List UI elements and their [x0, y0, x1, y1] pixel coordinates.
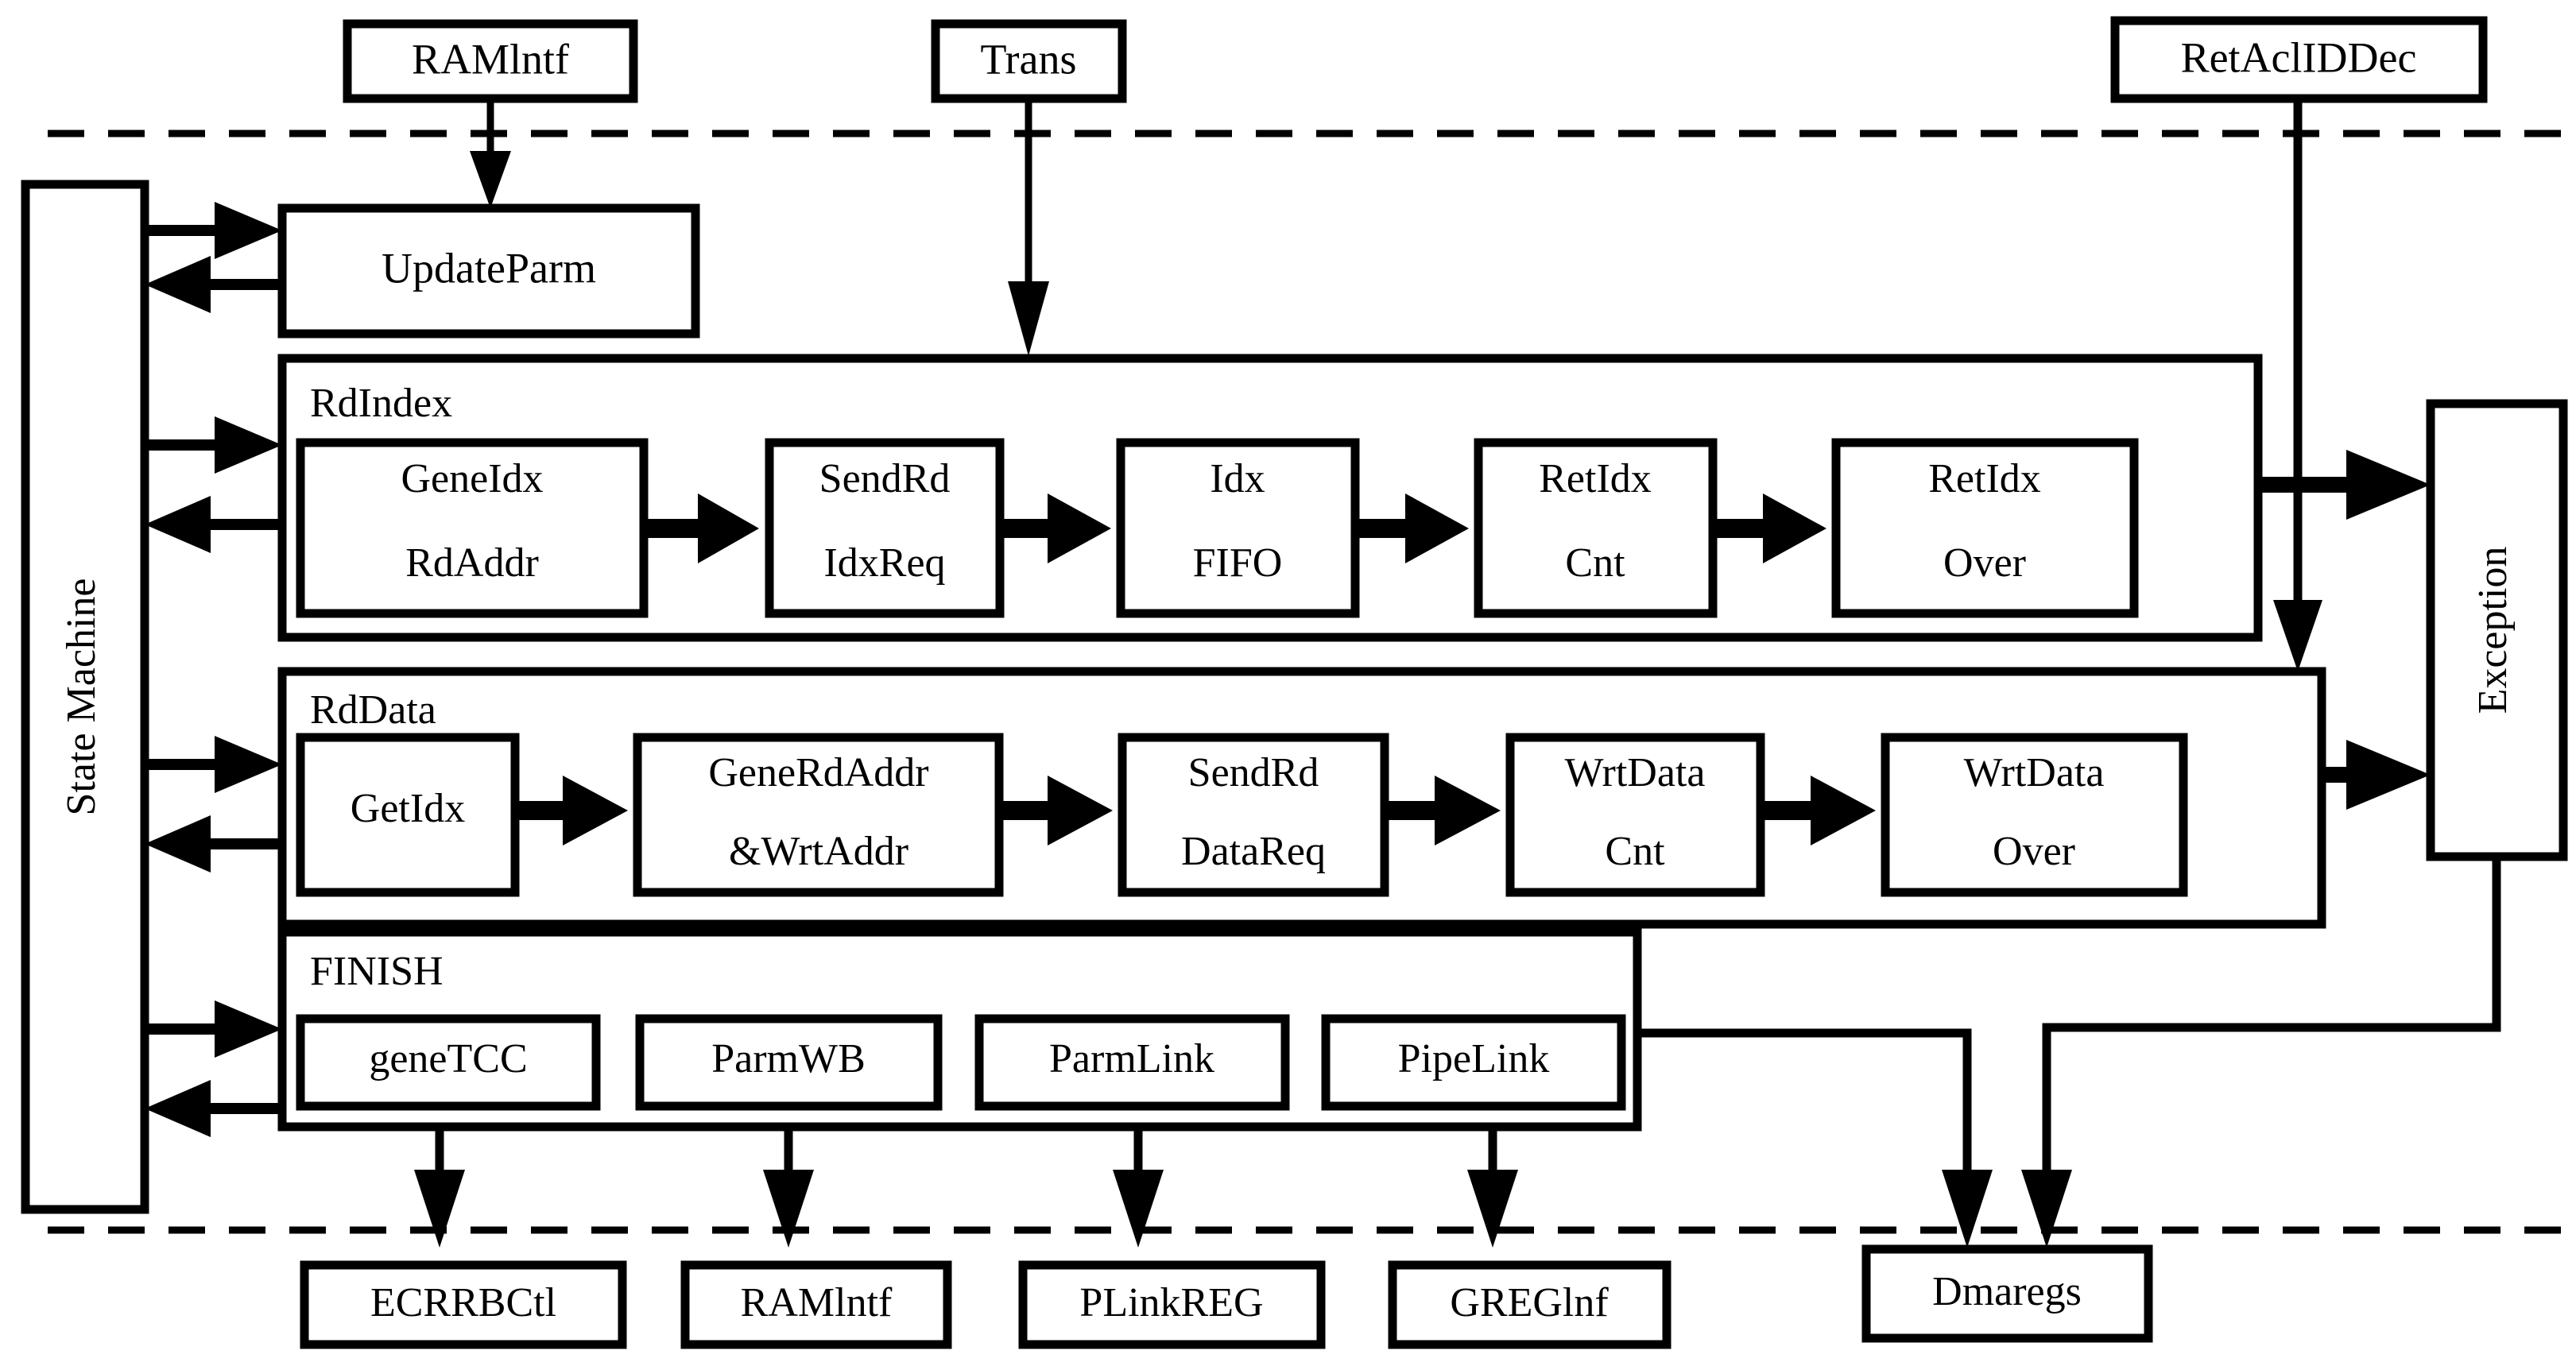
box-exception[interactable] [2426, 399, 2568, 861]
arrowhead-sm-to-rddata [215, 736, 282, 793]
arrowhead-retidxcnt-to-retidxover [1763, 493, 1826, 563]
box-updateparm[interactable] [277, 203, 700, 339]
label-retidx-over-line1: RetIdx [1928, 456, 2041, 501]
arrowhead-ramintf-down [470, 151, 511, 208]
arrowhead-wrtdatacnt-to-wrtdataover [1811, 776, 1876, 845]
label-parmlink: ParmLink [1049, 1036, 1214, 1081]
label-idx-fifo-line1: Idx [1210, 456, 1265, 501]
label-wrtdata-cnt-line1: WrtData [1565, 750, 1706, 795]
box-pipelink[interactable] [1321, 1014, 1626, 1111]
box-retidx-over[interactable] [1831, 438, 2139, 618]
label-wrtdata-over-line2: Over [1993, 829, 2075, 874]
arrowhead-pipelink-down [1467, 1170, 1518, 1248]
label-retidx-cnt-line2: Cnt [1565, 540, 1625, 586]
label-retaclid-top: RetAclIDDec [2181, 33, 2417, 81]
box-trans-top[interactable] [931, 19, 1127, 103]
box-genetcc[interactable] [296, 1014, 601, 1111]
label-greginf: GREGlnf [1450, 1280, 1609, 1325]
label-dmaregs: Dmaregs [1932, 1269, 2082, 1314]
arrowhead-sm-to-rdindex [215, 416, 282, 474]
label-pipelink: PipeLink [1398, 1036, 1550, 1081]
arrowhead-retaclid-down [2273, 600, 2322, 671]
label-genetcc: geneTCC [369, 1036, 527, 1081]
box-wrtdata-over[interactable] [1881, 733, 2188, 897]
label-exception: Exception [2470, 547, 2516, 714]
label-finish-group: FINISH [310, 949, 444, 994]
box-retidx-cnt[interactable] [1474, 438, 1718, 618]
label-state-machine: State Machine [59, 578, 104, 816]
label-ramintf-bottom: RAMlntf [741, 1280, 893, 1325]
arrowhead-exception-to-dmaregs [2021, 1170, 2072, 1248]
arrowhead-parmwb-down [763, 1170, 814, 1248]
label-retidx-cnt-line1: RetIdx [1539, 456, 1652, 501]
label-geneidx-rdaddr-line2: RdAddr [405, 540, 539, 586]
box-plinkreg[interactable] [1018, 1260, 1326, 1349]
box-idx-fifo[interactable] [1116, 438, 1360, 618]
box-geneidx-rdaddr[interactable] [296, 438, 649, 618]
arrowhead-updateparm-to-sm [145, 256, 211, 313]
label-updateparm: UpdateParm [382, 244, 596, 292]
arrowhead-sendrd-to-idxfifo [1048, 493, 1111, 563]
box-state-machine[interactable] [21, 180, 149, 1214]
label-generdaddr-line2: &WrtAddr [729, 829, 908, 874]
arrowhead-rdindex-to-exception [2346, 450, 2431, 520]
arrowhead-finish-to-dmaregs [1942, 1170, 1993, 1248]
label-generdaddr-line1: GeneRdAddr [708, 750, 928, 795]
label-trans-top: Trans [980, 35, 1076, 83]
box-greginf[interactable] [1388, 1260, 1671, 1349]
arrowhead-rdindex-to-sm [145, 496, 211, 553]
label-idx-fifo-line2: FIFO [1193, 540, 1283, 586]
label-retidx-over-line2: Over [1943, 540, 2026, 586]
label-parmwb: ParmWB [711, 1036, 866, 1081]
arrowhead-parmlink-down [1113, 1170, 1164, 1248]
arrowhead-geneidx-to-sendrd [698, 493, 759, 563]
box-generdaddr-wrtaddr[interactable] [633, 733, 1004, 897]
label-ramintf-top: RAMlntf [412, 35, 569, 83]
arrowhead-sm-to-finish [215, 1000, 282, 1058]
arrowhead-rddata-to-sm [145, 815, 211, 873]
label-getidx: GetIdx [351, 786, 465, 831]
label-plinkreg: PLinkREG [1079, 1280, 1263, 1325]
arrowhead-sendrddata-to-wrtdatacnt [1435, 776, 1501, 845]
arrowhead-rddata-to-exception [2346, 740, 2431, 810]
label-rdindex-group: RdIndex [310, 381, 452, 426]
arrowhead-idxfifo-to-retidxcnt [1405, 493, 1469, 563]
label-sendrd-datareq-line2: DataReq [1181, 829, 1326, 874]
box-ecrrbctl[interactable] [300, 1260, 627, 1349]
wire-finish-to-dmaregs [1637, 1028, 1972, 1174]
box-parmwb[interactable] [635, 1014, 943, 1111]
arrowhead-trans-down [1008, 281, 1049, 356]
label-sendrd-datareq-line1: SendRd [1188, 750, 1319, 795]
label-geneidx-rdaddr-line1: GeneIdx [401, 456, 543, 501]
box-dmaregs[interactable] [1861, 1244, 2153, 1343]
label-wrtdata-cnt-line2: Cnt [1605, 829, 1665, 874]
arrowhead-generdaddr-to-sendrddata [1048, 776, 1113, 845]
arrowhead-getidx-to-generdaddr [563, 776, 628, 845]
arrowhead-genetcc-down [414, 1170, 465, 1248]
box-getidx[interactable] [296, 733, 520, 897]
label-sendrd-idxreq-line2: IdxReq [823, 540, 945, 586]
label-ecrrbctl: ECRRBCtl [370, 1280, 556, 1325]
box-retaclid-top[interactable] [2110, 16, 2488, 103]
arrowhead-sm-to-updateparm [215, 202, 282, 259]
label-rddata-group: RdData [310, 687, 436, 733]
label-wrtdata-over-line1: WrtData [1964, 750, 2105, 795]
label-sendrd-idxreq-line1: SendRd [819, 456, 951, 501]
box-parmlink[interactable] [974, 1014, 1290, 1111]
arrowhead-finish-to-sm [145, 1080, 211, 1137]
wire-exception-to-dmaregs [2042, 857, 2501, 1174]
box-ramintf-bottom[interactable] [680, 1260, 952, 1349]
